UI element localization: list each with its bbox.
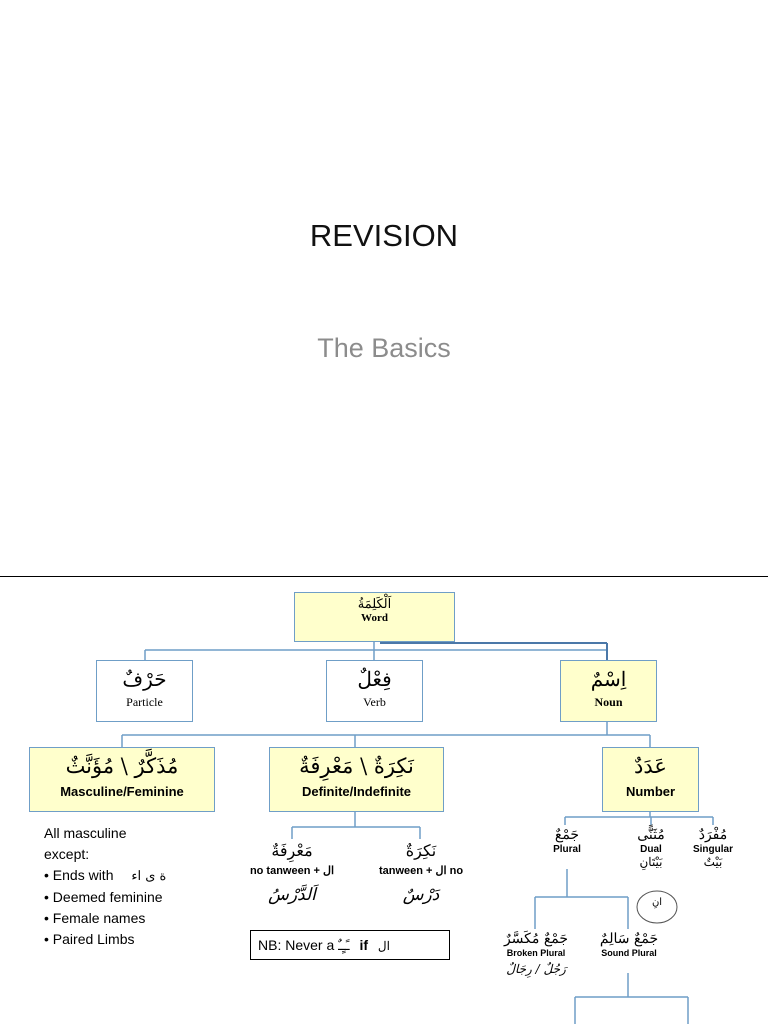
slide-title: REVISION (309, 218, 459, 253)
nb-box: NB: Never a ـًـٍـٌ if ال (250, 930, 450, 960)
connector-lines (121, 641, 714, 1024)
singular-label: Singular (692, 844, 733, 855)
verb-arabic: فِعْلٌ (357, 667, 392, 691)
number-arabic: عَدَدٌ (634, 754, 667, 778)
nb-diacritics: ـًـٍـٌ (338, 939, 350, 954)
nakira-block: نَكِرَةٌ tanween + ال no دَرْسٌ (368, 841, 474, 905)
plural-arabic: جَمْعٌ (554, 827, 580, 843)
nb-prefix: NB: Never a (258, 937, 335, 953)
gender-bullet-3: • Female names (44, 910, 146, 926)
dual-node: مُثَنًّى Dual بَيْتَانِ (628, 827, 674, 869)
dual-label: Dual (640, 844, 662, 855)
marifa-arabic: مَعْرِفَةٌ (271, 841, 313, 860)
word-arabic: اَلْكَلِمَةُ (357, 597, 392, 612)
particle-label: Particle (126, 695, 163, 709)
dual-example: بَيْتَانِ (639, 855, 663, 869)
number-label: Number (625, 784, 676, 799)
marifa-example: اَلدَّرْسُ (268, 885, 316, 905)
nb-al: ال (377, 939, 390, 953)
gender-note-line2: except: (44, 846, 90, 862)
broken-plural-arabic: جَمْعٌ مُكَسَّرٌ (503, 931, 569, 947)
slide-divider (0, 576, 768, 577)
sound-plural-label: Sound Plural (601, 948, 657, 958)
singular-example: بَيْتٌ (703, 855, 723, 869)
nakira-example: دَرْسٌ (402, 885, 440, 905)
verb-box: فِعْلٌ Verb (326, 660, 423, 722)
singular-arabic: مُفْرَدٌ (698, 827, 728, 843)
noun-arabic: اِسْمٌ (590, 667, 627, 691)
broken-plural-example: رَجُلٌ / رِجَالٌ (506, 962, 566, 976)
ending-letters: ة ى اء (131, 869, 167, 884)
noun-box: اِسْمٌ Noun (560, 660, 657, 722)
gender-bullet-2: • Deemed feminine (44, 889, 163, 905)
dual-ending-circle (636, 890, 678, 924)
nb-if: if (359, 937, 369, 953)
slide-subtitle: The Basics (317, 333, 451, 363)
broken-plural-node: جَمْعٌ مُكَسَّرٌ Broken Plural رَجُلٌ / … (496, 931, 576, 976)
broken-plural-label: Broken Plural (506, 948, 566, 958)
marifa-block: مَعْرِفَةٌ no tanween + ال اَلدَّرْسُ (240, 841, 344, 905)
diagram-slide: اَلْكَلِمَةُ Word حَرْفٌ Particle فِعْلٌ… (0, 577, 768, 1024)
marifa-rule: no tanween + ال (249, 865, 335, 877)
nakira-arabic: نَكِرَةٌ (405, 841, 437, 860)
noun-label: Noun (594, 695, 623, 709)
particle-arabic: حَرْفٌ (122, 667, 167, 691)
singular-node: مُفْرَدٌ Singular بَيْتٌ (685, 827, 741, 869)
definiteness-box: نَكِرَةٌ \ مَعْرِفَةٌ Definite/Indefinit… (269, 747, 444, 812)
gender-bullet-1: • Ends with ة ى اء (44, 865, 244, 887)
gender-label: Masculine/Feminine (60, 784, 184, 799)
gender-bullet-1-text: • Ends with (44, 867, 114, 883)
particle-box: حَرْفٌ Particle (96, 660, 193, 722)
sound-plural-node: جَمْعٌ سَالِمٌ Sound Plural (594, 931, 664, 958)
gender-box: مُذَكَّرٌ \ مُؤَنَّثٌ Masculine/Feminine (29, 747, 215, 812)
word-label: Word (361, 612, 388, 624)
verb-label: Verb (363, 695, 386, 709)
definiteness-arabic: نَكِرَةٌ \ مَعْرِفَةٌ (299, 754, 414, 778)
plural-node: جَمْعٌ Plural (537, 827, 597, 855)
word-box: اَلْكَلِمَةُ Word (294, 592, 455, 642)
dual-arabic: مُثَنًّى (637, 827, 665, 843)
dual-ending: انِ (651, 897, 663, 908)
nakira-rule: tanween + ال no (378, 865, 464, 877)
number-box: عَدَدٌ Number (602, 747, 699, 812)
gender-arabic: مُذَكَّرٌ \ مُؤَنَّثٌ (65, 754, 179, 778)
sound-plural-arabic: جَمْعٌ سَالِمٌ (599, 931, 659, 947)
gender-note-line1: All masculine (44, 825, 127, 841)
gender-bullet-4: • Paired Limbs (44, 931, 135, 947)
gender-notes: All masculine except: • Ends with ة ى اء… (44, 823, 244, 950)
plural-label: Plural (553, 844, 581, 855)
definiteness-label: Definite/Indefinite (301, 784, 412, 799)
title-slide: REVISION The Basics (309, 218, 459, 363)
